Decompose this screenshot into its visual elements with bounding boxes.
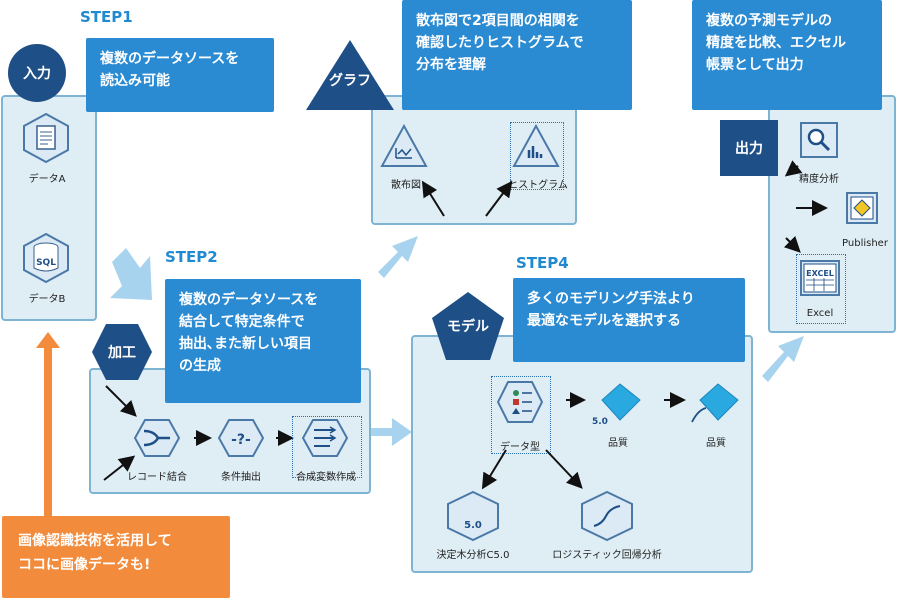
node-label: 散布図 bbox=[391, 180, 421, 191]
publisher-node-icon[interactable] bbox=[846, 192, 878, 224]
model-nugget-icon[interactable] bbox=[688, 382, 740, 430]
node-label: 品質 bbox=[608, 438, 628, 449]
process-badge bbox=[92, 324, 152, 380]
graph-badge bbox=[306, 40, 394, 110]
step2-label: STEP2 bbox=[165, 248, 218, 266]
node-label: データA bbox=[28, 174, 66, 185]
process-flow-arrows bbox=[103, 385, 294, 481]
node-label: 合成変数作成 bbox=[296, 472, 356, 483]
node-label: 精度分析 bbox=[799, 174, 839, 185]
step1-callout: 複数のデータソースを 読込み可能 bbox=[86, 38, 274, 112]
step2-callout-line: 結合して特定条件で bbox=[179, 314, 305, 330]
analysis-magnifier-icon[interactable] bbox=[800, 122, 838, 158]
step2-callout-line: 複数のデータソースを bbox=[179, 292, 319, 308]
sql-icon-text: SQL bbox=[36, 258, 56, 268]
file-node-icon[interactable] bbox=[20, 112, 72, 164]
model-flow-arrows bbox=[481, 392, 686, 490]
image-note: 画像認識技術を活用して ココに画像データも! bbox=[2, 516, 230, 598]
node-label: レコード結合 bbox=[127, 472, 187, 483]
note-line: ココに画像データも! bbox=[18, 557, 151, 573]
output-flow-arrows bbox=[783, 160, 828, 253]
graph-callout: 散布図で2項目間の相関を 確認したりヒストグラムで 分布を理解 bbox=[402, 0, 632, 110]
node-label: ヒストグラム bbox=[508, 180, 568, 191]
model-badge-label: モデル bbox=[447, 319, 489, 335]
node-label: データ型 bbox=[500, 442, 540, 453]
graph-callout-line: 分布を理解 bbox=[416, 57, 486, 73]
selection-box bbox=[292, 416, 362, 478]
selection-box bbox=[796, 254, 846, 324]
orange-up-arrow bbox=[36, 332, 60, 520]
step1-callout-line: 読込み可能 bbox=[100, 73, 170, 89]
input-badge: 入力 bbox=[8, 44, 66, 102]
node-label: ロジスティック回帰分析 bbox=[552, 550, 662, 561]
step2-callout-line: 抽出､また新しい項目 bbox=[179, 336, 312, 352]
node-label: 条件抽出 bbox=[221, 472, 261, 483]
process-badge-label: 加工 bbox=[108, 345, 136, 361]
node-label: データB bbox=[28, 294, 66, 305]
model-badge bbox=[432, 292, 504, 360]
output-callout-line: 精度を比較、エクセル bbox=[706, 35, 846, 51]
logistic-node-icon[interactable] bbox=[578, 490, 636, 542]
select-node-icon[interactable]: -?- bbox=[218, 418, 264, 458]
graph-callout-line: 確認したりヒストグラムで bbox=[416, 35, 584, 51]
node-label: 品質 bbox=[706, 438, 726, 449]
step1-label: STEP1 bbox=[80, 8, 133, 26]
excel-icon-text: EXCEL bbox=[806, 269, 834, 278]
step1-callout-line: 複数のデータソースを bbox=[100, 51, 240, 67]
node-label: Excel bbox=[806, 308, 834, 319]
c50-label: 5.0 bbox=[592, 417, 608, 427]
graph-flow-arrows bbox=[421, 180, 513, 217]
graph-badge-label: グラフ bbox=[329, 73, 371, 89]
svg-text:-?-: -?- bbox=[231, 432, 251, 448]
histogram-node-icon[interactable] bbox=[512, 124, 560, 168]
output-callout: 複数の予測モデルの 精度を比較、エクセル 帳票として出力 bbox=[692, 0, 882, 110]
step4-callout: 多くのモデリング手法より 最適なモデルを選択する bbox=[513, 278, 745, 362]
excel-node-icon[interactable]: EXCEL bbox=[800, 260, 840, 296]
node-label: Publisher bbox=[842, 238, 888, 249]
graph-callout-line: 散布図で2項目間の相関を bbox=[416, 13, 580, 29]
note-line: 画像認識技術を活用して bbox=[18, 533, 172, 549]
model-nugget-icon[interactable]: 5.0 bbox=[590, 382, 642, 430]
output-badge: 出力 bbox=[720, 120, 778, 176]
database-node-icon[interactable]: SQL bbox=[20, 232, 72, 284]
plot-node-icon[interactable] bbox=[380, 124, 428, 168]
c50-label: 5.0 bbox=[464, 520, 482, 531]
input-panel bbox=[1, 95, 97, 321]
selection-box bbox=[491, 376, 551, 454]
output-callout-line: 複数の予測モデルの bbox=[706, 13, 832, 29]
step2-callout: 複数のデータソースを 結合して特定条件で 抽出､また新しい項目 の生成 bbox=[165, 279, 361, 403]
step4-callout-line: 多くのモデリング手法より bbox=[527, 291, 695, 307]
type-node-icon[interactable] bbox=[496, 380, 544, 424]
merge-node-icon[interactable] bbox=[134, 418, 180, 458]
output-callout-line: 帳票として出力 bbox=[706, 57, 804, 73]
step4-label: STEP4 bbox=[516, 254, 569, 272]
step2-callout-line: の生成 bbox=[179, 358, 221, 374]
step4-callout-line: 最適なモデルを選択する bbox=[527, 313, 681, 329]
c50-node-icon[interactable]: 5.0 bbox=[444, 490, 502, 542]
selection-box bbox=[510, 122, 564, 190]
node-label: 決定木分析C5.0 bbox=[436, 550, 510, 561]
derive-node-icon[interactable] bbox=[302, 418, 348, 458]
